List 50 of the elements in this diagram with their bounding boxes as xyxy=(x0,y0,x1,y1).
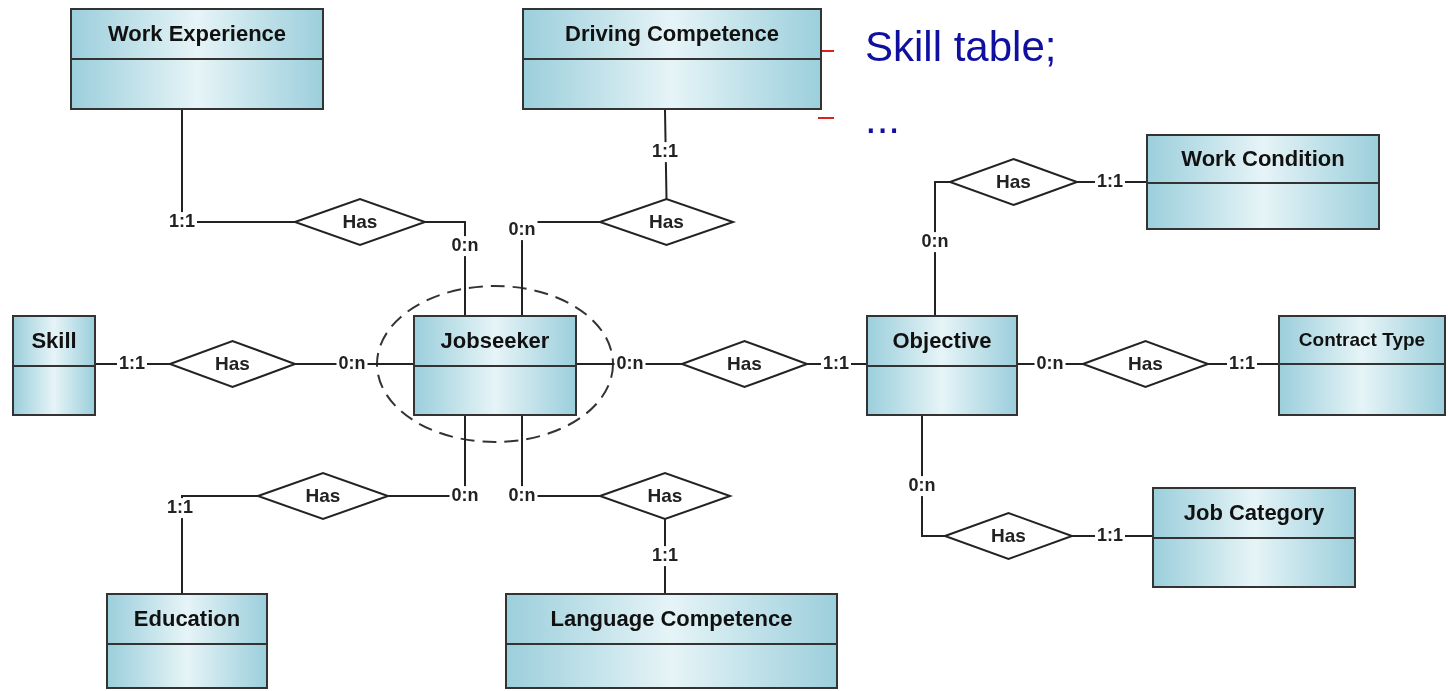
relationship-label: Has xyxy=(996,171,1031,193)
relationship-diamond xyxy=(945,513,1072,559)
relationship-diamond xyxy=(258,473,388,519)
entity-box xyxy=(505,593,838,689)
cardinality-label: 1:1 xyxy=(650,546,680,566)
entity-box xyxy=(522,8,822,110)
relationship-diamond xyxy=(295,199,425,245)
relationship-label: Has xyxy=(305,485,341,507)
connector-line xyxy=(921,415,946,537)
entity-name: Jobseeker xyxy=(440,328,550,354)
entity-name: Skill xyxy=(31,328,77,354)
relationship-diamond xyxy=(600,473,730,519)
connector-line xyxy=(181,495,259,594)
entity-name: Objective xyxy=(892,328,992,354)
entity-box xyxy=(70,8,324,110)
relationship-label: Has xyxy=(342,211,378,233)
entity-name: Contract Type xyxy=(1298,329,1426,351)
entity-name: Work Condition xyxy=(1181,146,1345,172)
entity-box xyxy=(866,315,1018,416)
entity-box xyxy=(1146,134,1380,230)
relationship-diamond xyxy=(950,159,1077,205)
relationship-diamond xyxy=(170,341,295,387)
relationship-label: Has xyxy=(991,525,1026,547)
relationship-label: Has xyxy=(215,353,250,375)
cardinality-label: 1:1 xyxy=(650,142,680,162)
relationship-diamond xyxy=(1083,341,1208,387)
relationship-label: Has xyxy=(649,211,684,233)
cardinality-label: 0:n xyxy=(449,236,481,256)
cardinality-label: 1:1 xyxy=(165,498,195,518)
note-text: Skill table; xyxy=(865,26,1057,68)
cardinality-label: 0:n xyxy=(919,232,951,252)
entity-box xyxy=(413,315,577,416)
cardinality-label: 0:n xyxy=(906,476,938,496)
entity-box xyxy=(12,315,96,416)
relationship-label: Has xyxy=(727,353,762,375)
entity-box xyxy=(1278,315,1446,416)
connector-line xyxy=(181,109,296,223)
relationship-diamond xyxy=(600,199,733,245)
entity-name: Job Category xyxy=(1183,500,1325,526)
relationship-label: Has xyxy=(647,485,683,507)
relationship-label: Has xyxy=(1128,353,1163,375)
entity-name: Work Experience xyxy=(107,21,287,47)
relationship-diamond xyxy=(682,341,807,387)
entity-name: Education xyxy=(133,606,241,632)
cardinality-label: 0:n xyxy=(506,220,538,240)
entity-name: Driving Competence xyxy=(565,21,779,47)
note-text: ... xyxy=(865,98,900,140)
entity-box xyxy=(1152,487,1356,588)
entity-box xyxy=(106,593,268,689)
entity-name: Language Competence xyxy=(550,606,793,632)
